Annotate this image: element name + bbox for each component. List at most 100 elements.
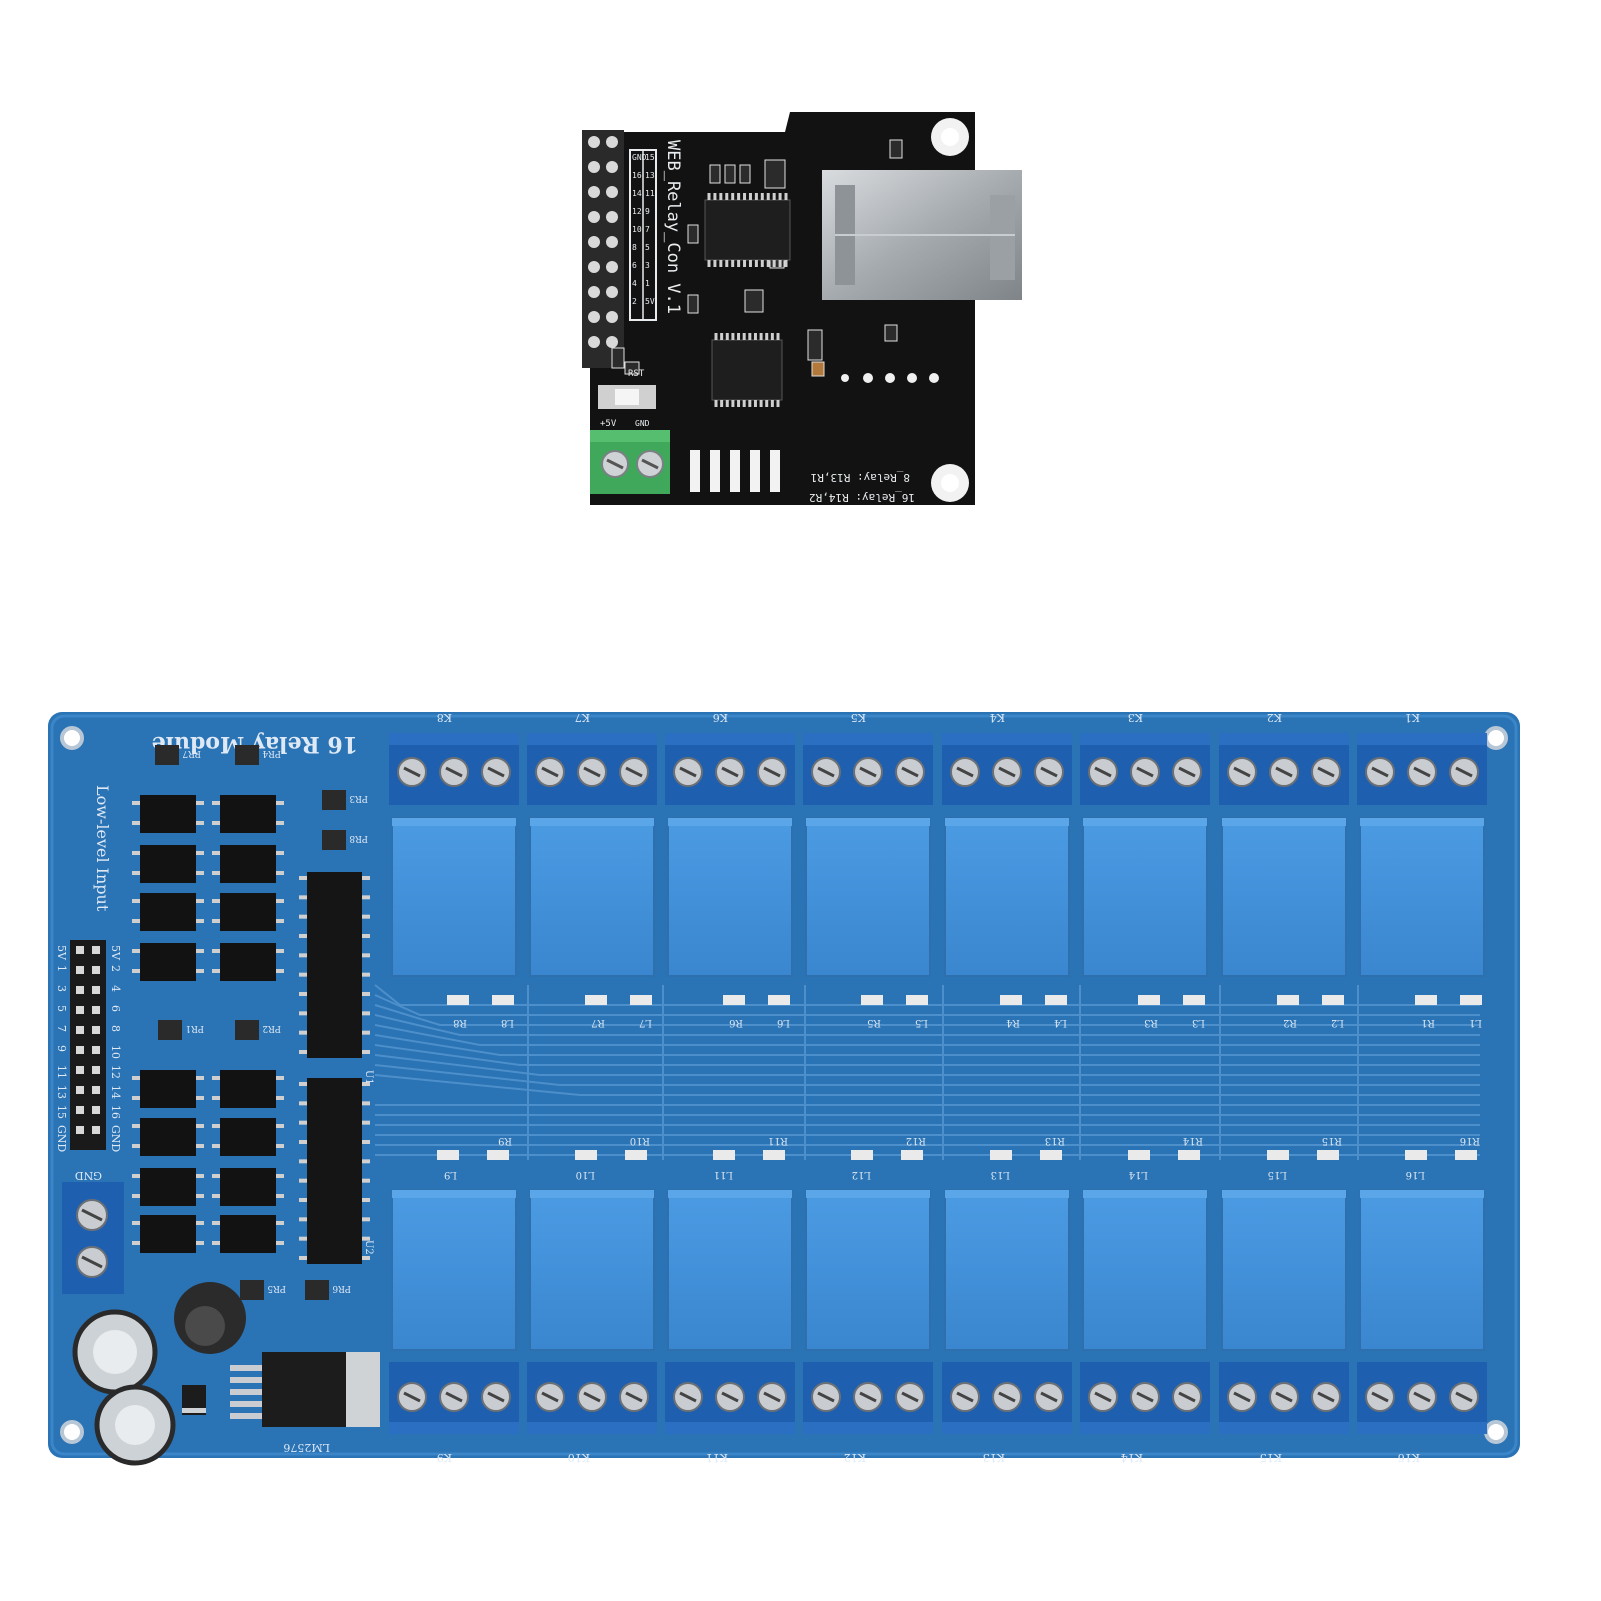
pin-label: 6	[632, 261, 637, 270]
chip-pin	[725, 260, 729, 267]
chip-pin	[212, 949, 220, 953]
header-pin	[588, 336, 600, 348]
smd-led	[585, 995, 607, 1005]
chip-pin	[299, 1011, 307, 1016]
smd-led	[1415, 995, 1437, 1005]
chip-pin	[713, 260, 717, 267]
chip-pin	[362, 1030, 370, 1035]
resistor-label: R1	[1421, 1017, 1435, 1028]
optocoupler	[220, 1070, 276, 1108]
screw-terminal-bottom[interactable]	[389, 1362, 519, 1434]
reset-button[interactable]	[598, 385, 656, 409]
smd-led	[575, 1150, 597, 1160]
chip-pin	[132, 1096, 140, 1100]
screw-terminal-top[interactable]	[665, 733, 795, 805]
chip-pin	[731, 260, 735, 267]
relay-top-edge	[530, 818, 654, 826]
resistor-label: R9	[498, 1135, 512, 1146]
header-label: 5	[55, 1005, 68, 1012]
led-label: L1	[1469, 1017, 1482, 1028]
chip-pin	[276, 1124, 284, 1128]
led-label: L13	[991, 1169, 1010, 1180]
pcb-trace	[374, 994, 1480, 1016]
relay	[1221, 817, 1347, 977]
screw-terminal-bottom[interactable]	[803, 1362, 933, 1434]
relay-top-edge	[1083, 818, 1207, 826]
chip-pin	[276, 949, 284, 953]
optocoupler	[140, 795, 196, 833]
screw-terminal-top[interactable]	[1357, 733, 1487, 805]
chip-pin	[362, 914, 370, 919]
chip-pin	[743, 260, 747, 267]
header-pin	[606, 236, 618, 248]
power-label-5v: +5V	[600, 419, 617, 429]
chip-pin	[212, 919, 220, 923]
pin-label: 5	[645, 243, 650, 252]
chip-pin	[299, 972, 307, 977]
chip-pin	[212, 899, 220, 903]
chip-pin	[212, 1241, 220, 1245]
chip-pin	[766, 193, 770, 200]
screw-terminal-top[interactable]	[942, 733, 1072, 805]
header-label: 4	[109, 985, 122, 992]
chip-pin	[132, 851, 140, 855]
pin-label: 15	[645, 153, 655, 162]
resistor-label: R10	[630, 1135, 650, 1146]
relay-top-edge	[668, 818, 792, 826]
header-label: 12	[109, 1065, 122, 1079]
screw-terminal-top[interactable]	[1080, 733, 1210, 805]
screw-terminal-top[interactable]	[1219, 733, 1349, 805]
screw-terminal-top[interactable]	[527, 733, 657, 805]
optocoupler	[220, 795, 276, 833]
chip-pin	[299, 1050, 307, 1054]
smd-resistor	[1178, 1150, 1200, 1160]
screw-terminal-bottom[interactable]	[1357, 1362, 1487, 1434]
pr-label: PR5	[267, 1283, 286, 1293]
header-pin	[92, 1086, 100, 1094]
chip-pin	[212, 1174, 220, 1178]
smd-led	[447, 995, 469, 1005]
chip-pin	[778, 193, 782, 200]
chip-pin	[132, 899, 140, 903]
header-label: 3	[55, 985, 68, 992]
chip-pin	[362, 992, 370, 996]
screw-terminal-bottom[interactable]	[1219, 1362, 1349, 1434]
relay	[805, 817, 931, 977]
chip-pin	[299, 914, 307, 919]
screw-terminal-bottom[interactable]	[665, 1362, 795, 1434]
resistor-network	[235, 745, 259, 765]
chip-pin	[196, 851, 204, 855]
relay	[391, 817, 517, 977]
screw-terminal-bottom[interactable]	[1080, 1362, 1210, 1434]
smd-resistor	[625, 1150, 647, 1160]
power-input-terminal[interactable]	[62, 1182, 124, 1294]
chip-pin	[760, 193, 764, 200]
header-pin	[76, 946, 84, 954]
chip-pin	[212, 1076, 220, 1080]
chip-pin	[362, 1256, 370, 1260]
ic-label-u1: U1	[363, 1070, 374, 1085]
chip-pin	[737, 400, 741, 407]
header-pin	[92, 1106, 100, 1114]
chip-pin	[299, 1256, 307, 1260]
screw-terminal-bottom[interactable]	[527, 1362, 657, 1434]
led-label: L11	[714, 1169, 733, 1180]
led-label: L16	[1406, 1169, 1425, 1180]
smd-led	[851, 1150, 873, 1160]
chip-pin	[299, 1120, 307, 1125]
power-terminal[interactable]	[590, 430, 670, 494]
chip-pin	[719, 260, 723, 267]
screw-terminal-top[interactable]	[803, 733, 933, 805]
screw-terminal-bottom[interactable]	[942, 1362, 1072, 1434]
relay	[1082, 1189, 1208, 1351]
screw-terminal-top[interactable]	[389, 733, 519, 805]
input-header[interactable]	[70, 940, 106, 1150]
pr-label: PR1	[185, 1023, 204, 1033]
chip-pin	[276, 1144, 284, 1148]
chip-pin	[707, 193, 711, 200]
chip-pin	[748, 333, 752, 340]
pin-header	[582, 130, 624, 368]
chip-pin	[299, 1198, 307, 1202]
